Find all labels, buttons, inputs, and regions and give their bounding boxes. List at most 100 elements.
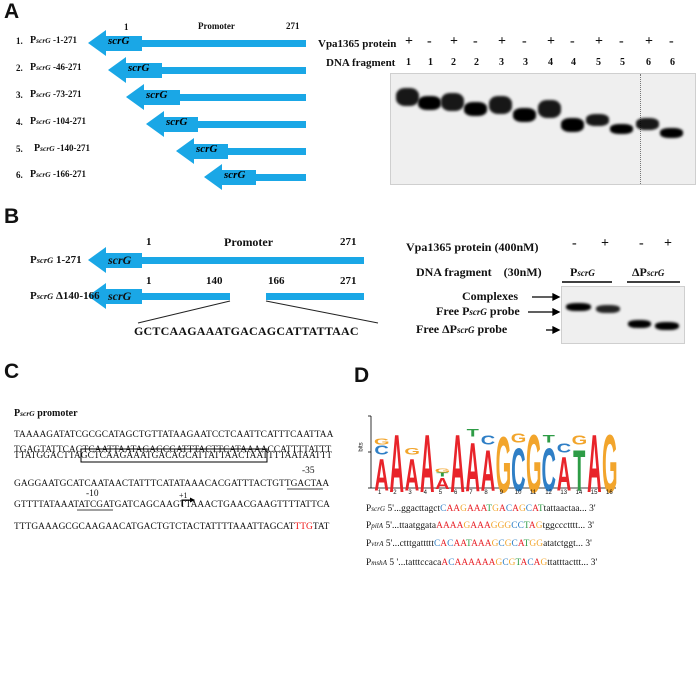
construct-full — [88, 247, 364, 273]
shifted-band — [538, 100, 561, 118]
promoter-start: 1 — [124, 22, 129, 32]
sign-a: - — [473, 34, 478, 49]
promoter-end: 271 — [286, 21, 300, 31]
logo-position: 14 — [575, 490, 583, 496]
logo-letter: A — [389, 421, 404, 513]
construct-bar-2 — [108, 57, 306, 83]
promoter-label: Promoter — [198, 21, 235, 31]
panel-label-b: B — [4, 205, 20, 228]
logo-position: 9 — [499, 490, 503, 496]
b-row1-label: PscrG 1-271 — [30, 254, 82, 266]
panel-label-d: D — [354, 364, 370, 387]
construct-diagrams — [77, 30, 680, 511]
logo-letter: G — [495, 424, 512, 512]
marker-10: -10 — [86, 489, 99, 499]
dna-label-a: DNA fragment — [326, 57, 396, 69]
shifted-band — [396, 88, 419, 106]
sign-b-3: - — [639, 236, 644, 251]
logo-position: 15 — [590, 490, 598, 496]
sign-a: + — [547, 34, 555, 49]
logo-letter: A — [480, 441, 496, 506]
shifted-band — [441, 93, 464, 111]
sign-a: + — [595, 34, 603, 49]
construct-bar-5 — [176, 138, 306, 164]
b-pos-140: 140 — [206, 275, 223, 287]
logo-position: 3 — [408, 490, 412, 496]
construct-number: 6. — [16, 170, 23, 180]
panel-label-a: A — [4, 0, 20, 23]
tss-arrow-icon — [181, 499, 190, 506]
free-probe-label-1: Free PscrG probe — [436, 304, 520, 318]
construct-number: 4. — [16, 117, 23, 127]
seq-line-4: GAGGAATGCATCAATAACTATTTCATATAAACACGATTTA… — [14, 479, 330, 489]
construct-bar-4 — [146, 111, 306, 137]
logo-letter: G — [510, 431, 527, 446]
logo-letter: G — [374, 437, 390, 447]
shifted-band — [489, 96, 512, 114]
seq-line-2: TGAGTATTCAGTCAATTAATAGAGCGATTTACTTCATAAA… — [14, 445, 332, 455]
logo-letter: A — [419, 421, 435, 513]
gene-label-scrg: scrG — [128, 62, 150, 74]
protein-label-b: Vpa1365 protein (400nM) — [406, 240, 539, 254]
logo-letter: C — [556, 441, 572, 456]
logo-letter: C — [480, 433, 496, 448]
logo-letter: T — [573, 441, 586, 506]
marker-plus1: +1 — [179, 491, 188, 500]
b-pos-166: 166 — [268, 275, 285, 287]
deleted-region-box — [80, 448, 268, 463]
motif-row: PvtrA 5'...ctttgatttttCACAATAAAGCGCATGGa… — [366, 539, 592, 549]
shifted-band — [636, 118, 659, 130]
b-row2-label: PscrG Δ140-166 — [30, 290, 100, 302]
logo-letter: T — [436, 471, 449, 478]
gene-label-scrg: scrG — [108, 289, 132, 303]
logo-y-ticks — [368, 415, 371, 489]
group-label-1: PscrG — [570, 265, 595, 279]
logo-position: 4 — [423, 490, 427, 496]
b-promoter-label: Promoter — [224, 235, 274, 249]
sign-a: - — [669, 34, 674, 49]
logo-letter: A — [404, 451, 420, 502]
logo-letter: G — [434, 467, 451, 474]
logo-position: 11 — [530, 490, 537, 496]
logo-letter: A — [450, 421, 465, 513]
seq-line-5: GTTTTATAAATATCGATGATCAGCAAGTTAAACTGAACGA… — [14, 500, 330, 510]
logo-letter: G — [571, 433, 588, 448]
group-label-2: ΔPscrG — [632, 265, 665, 279]
sign-a: + — [405, 34, 413, 49]
lane-a: 6 — [670, 57, 675, 68]
construct-number: 2. — [16, 63, 23, 73]
lane-a: 4 — [548, 57, 553, 68]
construct-number: 3. — [16, 90, 23, 100]
logo-position: 12 — [545, 490, 552, 496]
motif-row: PscrG 5'...ggacttagctCAAGAAATGACAGCATtat… — [366, 504, 596, 514]
logo-letter: T — [466, 427, 479, 440]
gene-label-scrg: scrG — [146, 89, 168, 101]
logo-letter: A — [556, 449, 572, 503]
seq-line-6: TTTGAAAGCGCAAGAACATGACTGTCTACTATTTTAAATT… — [14, 522, 330, 532]
logo-letter: A — [465, 432, 480, 509]
logo-letter: G — [526, 421, 542, 513]
construct-number: 1. — [16, 36, 23, 46]
logo-position: 1 — [378, 490, 382, 496]
gene-label-scrg: scrG — [108, 253, 132, 267]
seq-line-1: TAAAAGATATCGCGCATAGCTGTTATAAGAATCCTCAATT… — [14, 430, 334, 440]
sign-a: - — [427, 34, 432, 49]
sign-b-1: - — [572, 236, 577, 251]
logo-letter: C — [541, 438, 556, 507]
logo-letter: A — [374, 451, 389, 502]
gene-label-scrg: scrG — [166, 116, 188, 128]
gel-b — [561, 286, 685, 344]
construct-label: PscrG -46-271 — [30, 62, 82, 73]
motif-row: PpilA 5'...ttaatggataAAAAGAAAGGGCCTAGtgg… — [366, 521, 595, 531]
sign-a: - — [570, 34, 575, 49]
marker-35: -35 — [302, 466, 315, 476]
construct-label: PscrG -1-271 — [30, 35, 77, 46]
gene-label-scrg: scrG — [196, 143, 218, 155]
logo-position: 16 — [606, 490, 613, 496]
logo-position: 2 — [393, 490, 397, 496]
gene-label-scrg: scrG — [108, 35, 130, 47]
construct-bar-6 — [204, 164, 306, 190]
construct-deletion — [88, 283, 379, 324]
construct-label: PscrG -140-271 — [34, 143, 90, 154]
free-band — [561, 118, 584, 132]
